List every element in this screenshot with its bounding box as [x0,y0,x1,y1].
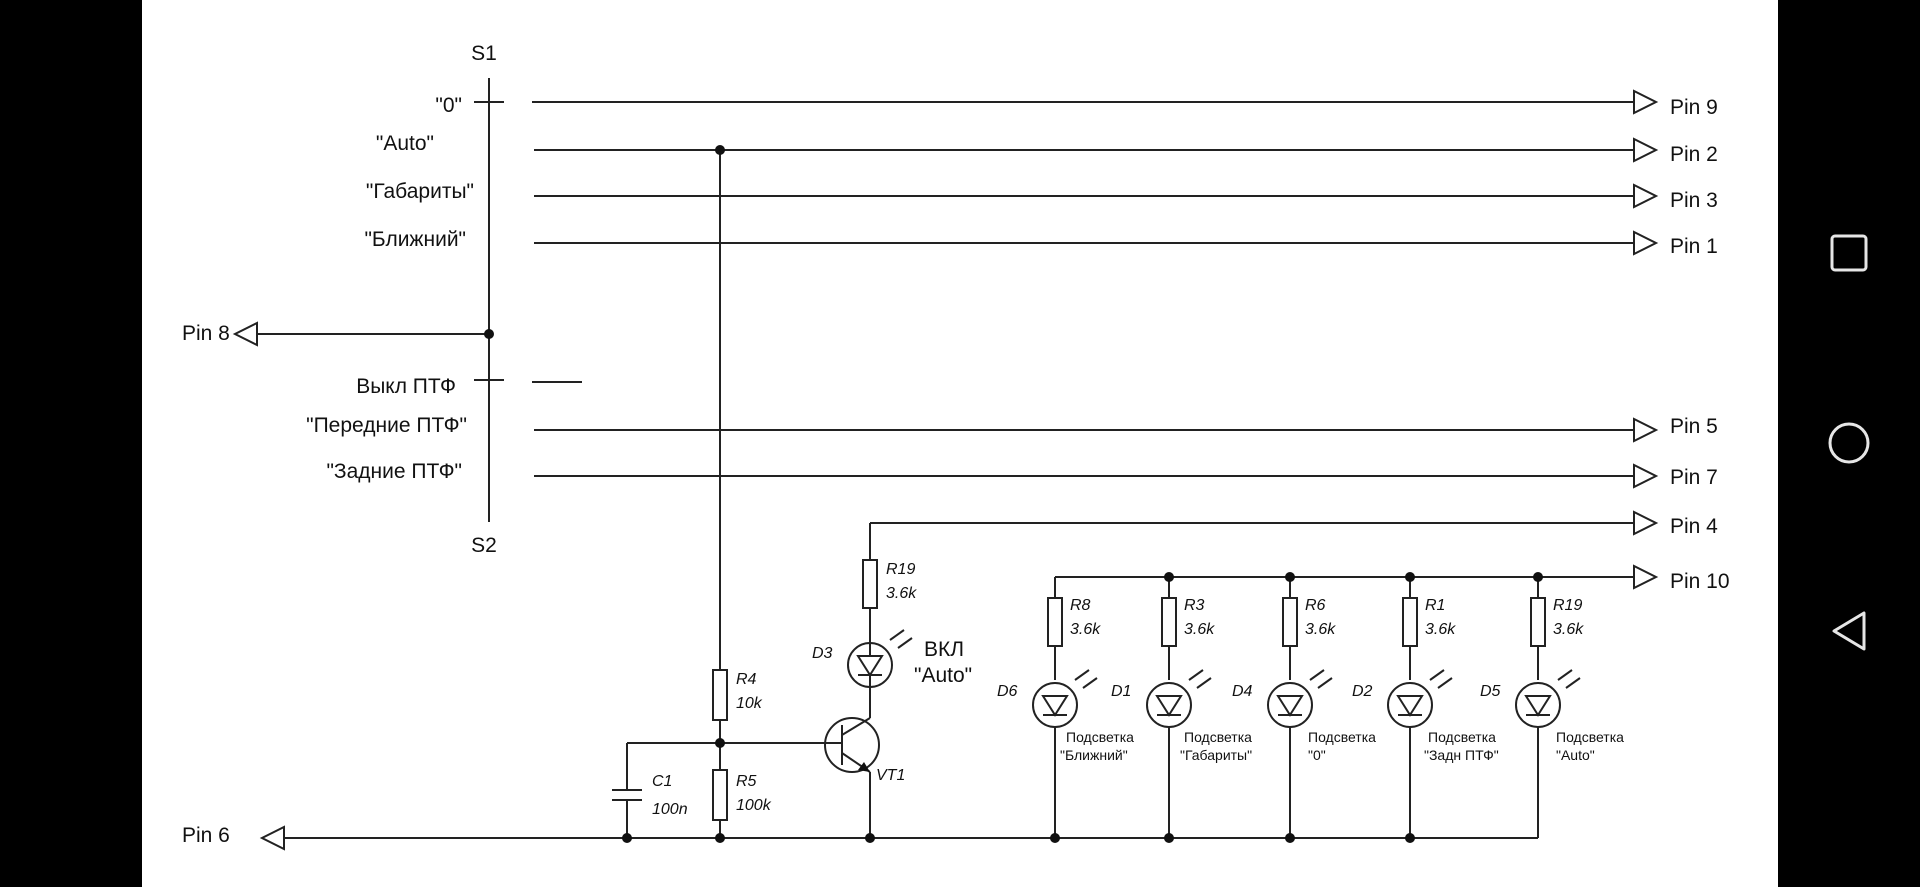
c1-name: C1 [652,773,672,790]
led-d3 [847,629,913,700]
d2-caption-line1: Подсветка [1428,729,1496,745]
switch-bar [474,78,582,522]
transistor-vt1 [824,700,880,838]
d5-name: D5 [1480,683,1501,700]
pin7-label: Pin 7 [1670,466,1718,489]
position-zadnie-ptf-label: "Задние ПТФ" [326,460,462,483]
triangle-back-icon [1832,611,1866,651]
pin9-label: Pin 9 [1670,96,1718,119]
vt1-name: VT1 [876,767,905,784]
r19-top-value: 3.6k [886,585,917,602]
signal-lines [257,101,1634,839]
d3-name: D3 [812,645,833,662]
r4-value: 10k [736,695,763,712]
pin3-label: Pin 3 [1670,189,1718,212]
r5-name: R5 [736,773,757,790]
r1-value: 3.6k [1425,621,1456,638]
d4-caption-line2: "0" [1308,747,1326,763]
r19-top-name: R19 [886,561,915,578]
r8-name: R8 [1070,597,1091,614]
r4-name: R4 [736,671,757,688]
d2-caption-line2: "Задн ПТФ" [1424,747,1499,763]
android-navigation-bar [1778,0,1920,887]
r4-r5-c1-branch [612,150,827,838]
r3-value: 3.6k [1184,621,1215,638]
position-gabarity-label: "Габариты" [366,180,474,203]
switch-s1-label: S1 [471,42,497,65]
d3-label-line1: ВКЛ [924,638,964,661]
d3-label-line2: "Auto" [914,664,972,687]
led-branch-d1 [1146,577,1212,838]
position-zero-label: "0" [435,94,462,117]
d1-caption-line1: Подсветка [1184,729,1252,745]
led-branch-d2 [1387,577,1453,838]
schematic-sheet: S1 S2 "0" "Auto" "Габариты" "Ближний" Вы… [142,0,1778,887]
circuit-diagram: S1 S2 "0" "Auto" "Габариты" "Ближний" Вы… [182,42,1730,851]
pin4-label: Pin 4 [1670,515,1718,538]
r6-value: 3.6k [1305,621,1336,638]
d6-name: D6 [997,683,1018,700]
recents-button[interactable] [1804,208,1894,298]
d6-caption-line2: "Ближний" [1060,747,1128,763]
d4-caption-line1: Подсветка [1308,729,1376,745]
r6-name: R6 [1305,597,1326,614]
junction-dots [484,145,1543,843]
r8-value: 3.6k [1070,621,1101,638]
position-auto-label: "Auto" [376,132,434,155]
r3-name: R3 [1184,597,1205,614]
pin5-label: Pin 5 [1670,415,1718,438]
pin1-label: Pin 1 [1670,235,1718,258]
d5-caption-line2: "Auto" [1556,747,1595,763]
r1-name: R1 [1425,597,1445,614]
square-icon [1830,234,1868,272]
r19-bot-value: 3.6k [1553,621,1584,638]
position-perednie-ptf-label: "Передние ПТФ" [306,414,467,437]
r19-top-resistor [862,523,878,640]
led-branch-d5 [1515,577,1581,838]
home-button[interactable] [1804,398,1894,488]
pin10-label: Pin 10 [1670,570,1730,593]
pin-arrows [232,89,1659,851]
circle-icon [1828,422,1870,464]
led-branch-d4 [1267,577,1333,838]
back-button[interactable] [1804,586,1894,676]
pin2-label: Pin 2 [1670,143,1718,166]
d6-caption-line1: Подсветка [1066,729,1134,745]
position-vykl-ptf-label: Выкл ПТФ [356,375,456,398]
d2-name: D2 [1352,683,1373,700]
pin6-label: Pin 6 [182,824,230,847]
d1-caption-line2: "Габариты" [1180,747,1252,763]
d4-name: D4 [1232,683,1253,700]
d1-name: D1 [1111,683,1131,700]
r5-value: 100k [736,797,772,814]
position-blizhniy-label: "Ближний" [364,228,466,251]
led-branch-d6 [1032,577,1098,838]
pin8-label: Pin 8 [182,322,230,345]
d5-caption-line1: Подсветка [1556,729,1624,745]
r19-bot-name: R19 [1553,597,1582,614]
switch-s2-label: S2 [471,534,497,557]
c1-value: 100n [652,801,688,818]
